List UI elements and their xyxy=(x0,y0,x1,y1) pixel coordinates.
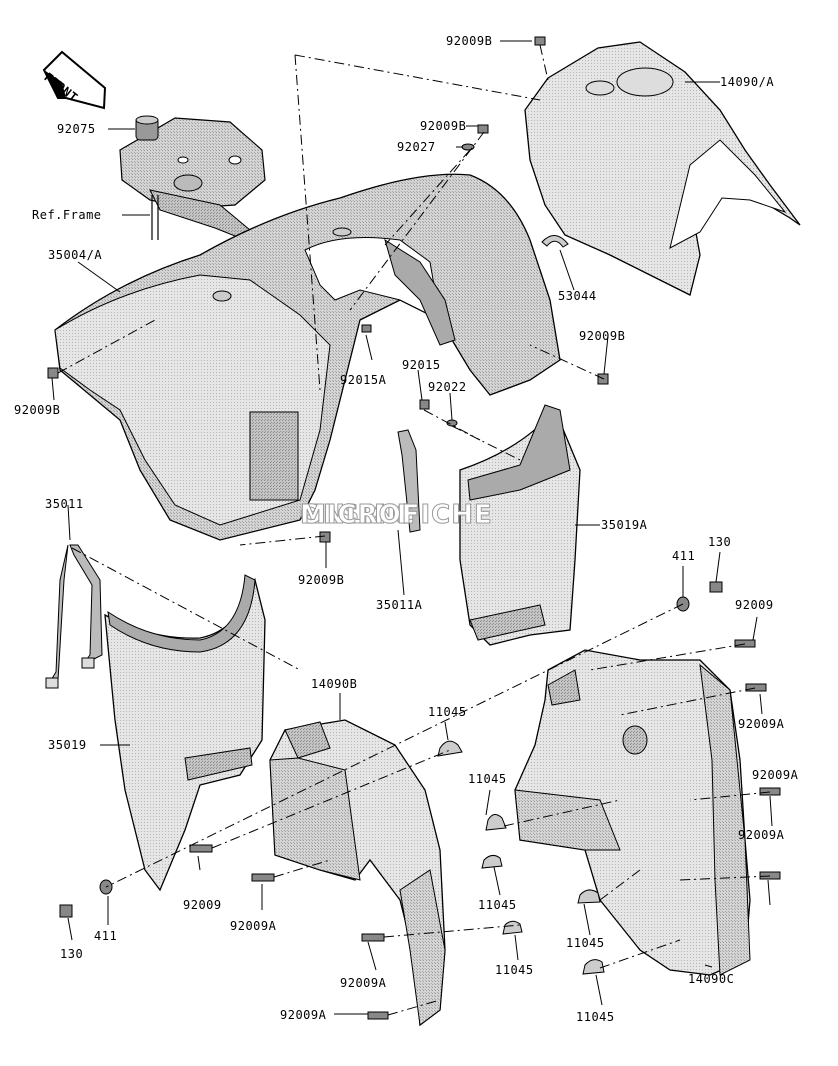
part-label-53044[interactable]: 53044 xyxy=(558,289,597,303)
ref-frame-label: Ref.Frame xyxy=(32,208,102,222)
bolt-parts xyxy=(47,36,781,1020)
stay-35011-part xyxy=(45,544,103,689)
damper-92075-part xyxy=(135,115,159,141)
part-label-92009[interactable]: 92009 xyxy=(183,898,222,912)
part-label-35011A[interactable]: 35011A xyxy=(376,598,423,612)
part-label-92009A[interactable]: 92009A xyxy=(340,976,387,990)
stay-35011A-part xyxy=(397,429,421,533)
part-label-92027[interactable]: 92027 xyxy=(397,140,436,154)
assembly-lines xyxy=(57,44,771,1016)
part-label-92075[interactable]: 92075 xyxy=(57,122,96,136)
mud-flap-35019A-part xyxy=(459,404,581,646)
part-label-92022[interactable]: 92022 xyxy=(428,380,467,394)
part-label-11045[interactable]: 11045 xyxy=(495,963,534,977)
part-label-35004A[interactable]: 35004/A xyxy=(48,248,103,262)
part-label-11045[interactable]: 11045 xyxy=(478,898,517,912)
part-label-14090A[interactable]: 14090/A xyxy=(720,75,775,89)
part-label-92009A[interactable]: 92009A xyxy=(738,717,785,731)
part-label-14090B[interactable]: 14090B xyxy=(311,677,358,691)
part-label-11045[interactable]: 11045 xyxy=(428,705,467,719)
mud-flap-35019-part xyxy=(104,574,266,892)
part-label-92009B[interactable]: 92009B xyxy=(420,119,467,133)
ref-frame-part xyxy=(119,117,266,241)
rear-fender-14090A-part xyxy=(524,41,801,296)
watermark-line-3: MICROFICHE xyxy=(300,500,493,531)
part-label-130[interactable]: 130 xyxy=(60,947,84,961)
part-label-14090C[interactable]: 14090C xyxy=(688,972,735,986)
part-label-92009B[interactable]: 92009B xyxy=(579,329,626,343)
part-label-35019[interactable]: 35019 xyxy=(48,738,87,752)
part-label-92009[interactable]: 92009 xyxy=(735,598,774,612)
part-label-92009A[interactable]: 92009A xyxy=(752,768,799,782)
part-label-11045[interactable]: 11045 xyxy=(576,1010,615,1024)
watermark-line-2: ONLINE xyxy=(300,500,416,531)
part-label-92009A[interactable]: 92009A xyxy=(738,828,785,842)
part-label-92009B[interactable]: 92009B xyxy=(14,403,61,417)
front-arrow-icon xyxy=(42,50,107,110)
part-label-11045[interactable]: 11045 xyxy=(566,936,605,950)
part-label-411[interactable]: 411 xyxy=(672,549,696,563)
part-label-92015A[interactable]: 92015A xyxy=(340,373,387,387)
part-label-92009A[interactable]: 92009A xyxy=(280,1008,327,1022)
part-label-411[interactable]: 411 xyxy=(94,929,118,943)
cover-14090C-part xyxy=(514,649,751,976)
part-label-130[interactable]: 130 xyxy=(708,535,732,549)
cover-14090B-part xyxy=(269,719,446,1027)
part-label-35011[interactable]: 35011 xyxy=(45,497,84,511)
part-label-92009B[interactable]: 92009B xyxy=(446,34,493,48)
part-label-92009A[interactable]: 92009A xyxy=(230,919,277,933)
clip-53044-part xyxy=(541,235,569,248)
part-label-92009B[interactable]: 92009B xyxy=(298,573,345,587)
watermark-line-1: HLSM'S xyxy=(300,500,416,531)
part-label-35019A[interactable]: 35019A xyxy=(601,518,648,532)
part-label-92015[interactable]: 92015 xyxy=(402,358,441,372)
part-label-11045[interactable]: 11045 xyxy=(468,772,507,786)
leader-lines xyxy=(51,40,773,1015)
clamp-11045-parts xyxy=(437,740,605,975)
